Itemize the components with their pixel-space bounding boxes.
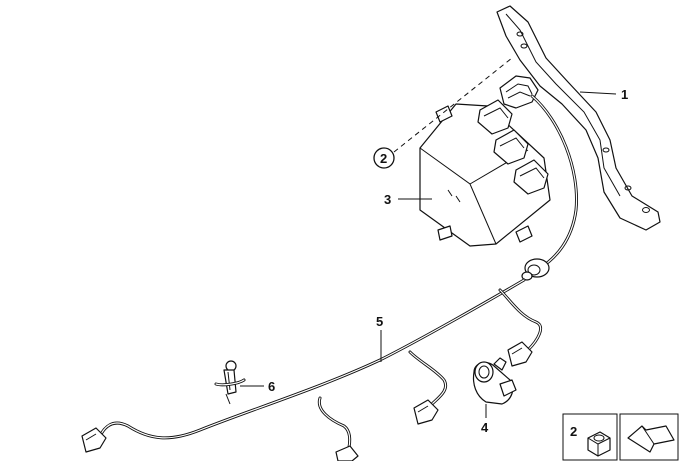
harness-connector-lower <box>335 445 359 461</box>
callout-6-label: 6 <box>268 379 275 394</box>
harness-connector-right <box>507 341 533 367</box>
mounting-bracket <box>496 5 661 231</box>
callout-2-circled: 2 <box>373 57 513 169</box>
control-unit <box>419 99 551 247</box>
callout-4-label: 4 <box>481 420 489 435</box>
callout-4: 4 <box>481 404 489 435</box>
callout-1-label: 1 <box>621 87 628 102</box>
upper-connector <box>499 75 539 109</box>
legend-direction-box <box>619 413 679 461</box>
harness-connector-left <box>81 427 107 453</box>
callout-3: 3 <box>384 192 432 207</box>
callout-3-label: 3 <box>384 192 391 207</box>
harness-connector-middle <box>413 399 439 425</box>
grommet <box>521 258 550 281</box>
legend-nut-box: 2 <box>562 413 618 461</box>
callout-5-label: 5 <box>376 314 383 329</box>
wiring-harness <box>98 278 542 454</box>
connector-wire <box>530 94 579 270</box>
callout-1: 1 <box>579 87 628 102</box>
cable-clip <box>214 360 246 405</box>
callout-5: 5 <box>376 314 383 362</box>
callout-6: 6 <box>240 379 275 394</box>
callout-2-circled-label: 2 <box>380 151 387 166</box>
park-sensor <box>472 357 517 405</box>
legend-nut-label: 2 <box>570 424 577 439</box>
